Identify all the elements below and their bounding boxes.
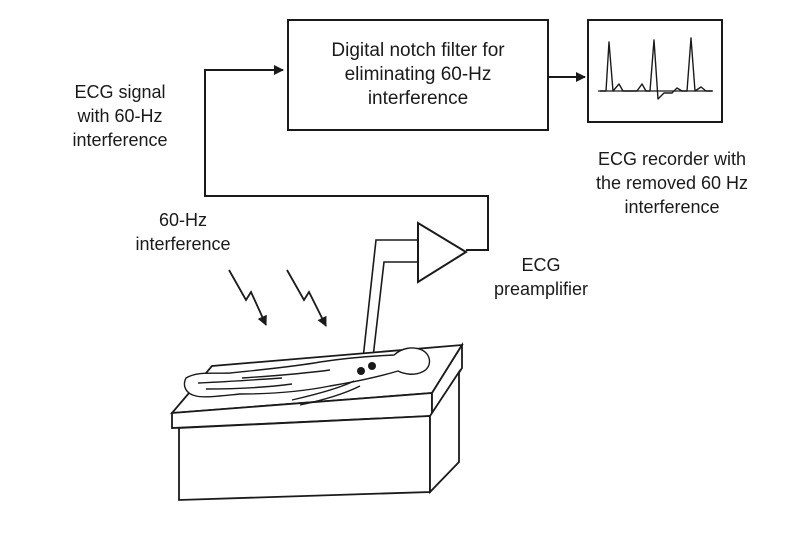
signal-path-to-filter: [204, 65, 489, 251]
filter-box-text: Digital notch filter for eliminating 60-…: [303, 39, 533, 111]
digital-notch-filter-box: Digital notch filter for eliminating 60-…: [287, 19, 549, 131]
label-line: ECG: [521, 255, 561, 275]
filter-line-2: eliminating 60-Hz: [344, 64, 492, 85]
preamplifier-triangle: [417, 221, 468, 284]
label-line: ECG recorder with: [597, 149, 747, 169]
electrode-dot-1: [357, 367, 365, 375]
ecg-recorder-box: [587, 19, 723, 123]
recorder-ecg-trace: [600, 37, 712, 100]
label-ecg-signal-with-interference: ECG signal with 60-Hz interference: [55, 80, 185, 152]
label-line: with 60-Hz: [77, 106, 163, 126]
interference-arrow-right: [286, 269, 327, 327]
label-ecg-recorder: ECG recorder with the removed 60 Hz inte…: [568, 147, 776, 219]
electrode-lead-1: [361, 239, 418, 369]
label-line: interference: [72, 130, 168, 150]
label-line: the removed 60 Hz: [595, 173, 749, 193]
label-ecg-preamplifier: ECG preamplifier: [472, 253, 610, 301]
interference-arrow-left: [228, 269, 267, 326]
patient-figure: [183, 347, 431, 406]
label-line: interference: [624, 197, 720, 217]
label-60hz-interference: 60-Hz interference: [118, 208, 248, 256]
filter-line-3: interference: [367, 88, 469, 109]
label-line: ECG signal: [74, 82, 166, 102]
filter-line-1: Digital notch filter for: [331, 40, 505, 61]
label-line: interference: [135, 234, 231, 254]
label-line: 60-Hz: [158, 210, 207, 230]
electrode-dot-2: [368, 362, 376, 370]
electrode-lead-2: [371, 261, 418, 367]
label-line: preamplifier: [493, 279, 589, 299]
